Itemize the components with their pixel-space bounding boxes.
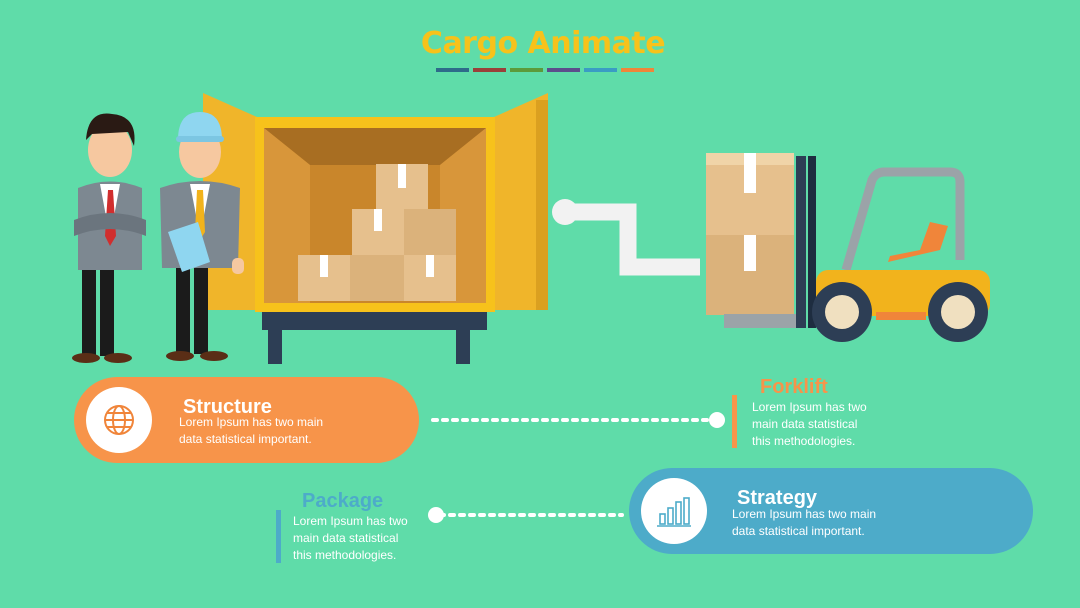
strategy-body-line-1: Lorem Ipsum has two main xyxy=(732,507,877,521)
connector-structure-forklift xyxy=(431,412,725,428)
title-bar-2 xyxy=(473,68,506,72)
package-title: Package xyxy=(302,490,384,512)
title-bar-4 xyxy=(547,68,580,72)
forklift-title: Forklift xyxy=(760,376,828,398)
title-bar-1 xyxy=(436,68,469,72)
forklift-body-line-2: main data statistical xyxy=(752,417,858,431)
globe-icon xyxy=(104,405,134,435)
engineer-figure xyxy=(160,112,244,361)
forklift-label: Forklift Lorem Ipsum has two main data s… xyxy=(732,376,932,457)
conveyor-path xyxy=(552,199,700,276)
structure-icon-circle xyxy=(86,387,152,453)
connector-package-strategy xyxy=(428,507,624,523)
package-body-line-3: this methodologies. xyxy=(293,548,397,562)
strategy-title: Strategy xyxy=(737,487,818,509)
forklift-body-line-3: this methodologies. xyxy=(752,434,856,448)
page-title: Cargo Animate xyxy=(420,26,666,61)
bar-chart-icon xyxy=(657,497,691,527)
forklift-body-line-1: Lorem Ipsum has two xyxy=(752,400,867,414)
cargo-boxes xyxy=(298,164,456,301)
package-body: Lorem Ipsum has two main data statistica… xyxy=(293,513,408,564)
title-bar-6 xyxy=(621,68,654,72)
forklift-body: Lorem Ipsum has two main data statistica… xyxy=(752,399,867,450)
structure-card: Structure Lorem Ipsum has two main data … xyxy=(74,377,419,463)
title-underline xyxy=(436,68,654,72)
package-accent-bar xyxy=(276,510,281,563)
forklift-illustration xyxy=(706,153,990,342)
title-bar-3 xyxy=(510,68,543,72)
businessman-figure xyxy=(72,113,146,363)
structure-body-line-1: Lorem Ipsum has two main xyxy=(179,415,324,429)
package-body-line-2: main data statistical xyxy=(293,531,399,545)
package-label: Package Lorem Ipsum has two main data st… xyxy=(276,490,476,570)
structure-title: Structure xyxy=(183,396,272,418)
title-bar-5 xyxy=(584,68,617,72)
structure-body: Lorem Ipsum has two main data statistica… xyxy=(179,414,323,448)
structure-body-line-2: data statistical important. xyxy=(179,432,312,446)
strategy-card: Strategy Lorem Ipsum has two main data s… xyxy=(629,468,1033,554)
strategy-body: Lorem Ipsum has two main data statistica… xyxy=(732,506,876,540)
strategy-icon-circle xyxy=(641,478,707,544)
forklift-accent-bar xyxy=(732,395,737,448)
package-body-line-1: Lorem Ipsum has two xyxy=(293,514,408,528)
cargo-container xyxy=(203,93,548,364)
strategy-body-line-2: data statistical important. xyxy=(732,524,865,538)
